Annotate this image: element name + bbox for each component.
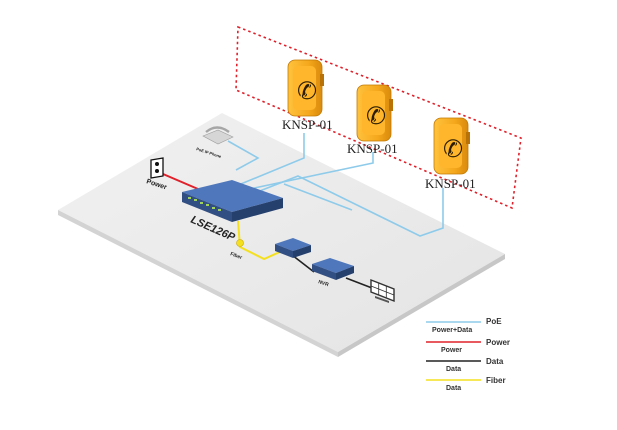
legend-item-data: Data Data: [426, 357, 504, 373]
phone-3-panel: [439, 124, 462, 168]
ip-phone-handset-icon: [205, 126, 230, 133]
media-converter: [275, 238, 311, 258]
switch-port: [218, 209, 221, 211]
media-converter-top: [275, 238, 311, 251]
phone-3-label: KNSP-01: [425, 176, 476, 191]
floor-platform-edge-right: [338, 254, 505, 357]
power-cable: [162, 173, 199, 190]
legend: PoE Power+Data Power Power Data Data Fib…: [426, 317, 510, 392]
outdoor-zone: [235, 25, 522, 210]
monitor: [370, 278, 395, 303]
nvr-front: [312, 264, 336, 280]
poe-cable-ip-phone: [227, 140, 260, 171]
legend-sublabel-power: Power: [441, 347, 462, 354]
poe-cable-aux: [283, 183, 353, 211]
phone-2-handset-icon: ✆: [366, 103, 386, 130]
switch-port: [194, 199, 197, 201]
switch-top: [182, 180, 283, 212]
phone-3-handset-icon: ✆: [443, 136, 463, 163]
phone-1-handset-icon: ✆: [297, 78, 317, 105]
legend-item-poe: PoE Power+Data: [426, 317, 502, 334]
legend-item-power: Power Power: [426, 338, 510, 354]
phone-1-label: KNSP-01: [282, 117, 333, 132]
phone-2-hinge: [389, 99, 393, 111]
floor-platform-edge: [58, 210, 338, 357]
switch-ports: [188, 197, 221, 211]
phone-2-label: KNSP-01: [347, 141, 398, 156]
ip-phone-base: [202, 129, 234, 145]
poe-cable-phone-3: [251, 175, 444, 237]
switch-port: [206, 204, 209, 206]
poe-cable-phone-2: [244, 152, 374, 191]
legend-sublabel-data: Data: [446, 366, 461, 373]
fiber-cable: [237, 220, 283, 261]
phone-1-panel: [293, 66, 316, 110]
legend-item-fiber: Fiber Data: [426, 376, 506, 392]
legend-sublabel-fiber: Data: [446, 385, 461, 392]
legend-label-poe: PoE: [486, 317, 502, 326]
knsp-phone-3: ✆ KNSP-01: [425, 117, 476, 191]
power-outlet-hole-bottom: [155, 169, 159, 173]
monitor-grid-line: [370, 285, 395, 296]
switch-side: [232, 198, 283, 222]
data-cable-nvr-monitor: [345, 277, 373, 289]
monitor-stand: [375, 296, 389, 303]
switch-port: [212, 207, 215, 209]
nvr: NVR: [312, 258, 354, 288]
media-converter-side: [293, 245, 311, 258]
phone-3-hinge: [466, 132, 470, 144]
nvr-top: [312, 258, 354, 273]
switch-port: [188, 197, 191, 199]
fiber-connector-icon: [236, 239, 244, 247]
nvr-label: NVR: [317, 279, 329, 288]
legend-label-power: Power: [486, 338, 510, 347]
poe-cables: [227, 133, 444, 237]
poe-cable-phone-1: [235, 133, 305, 187]
power-outlet-box: [150, 157, 164, 179]
legend-sublabel-poe: Power+Data: [432, 327, 472, 334]
fiber-label: Fiber: [229, 251, 243, 261]
phone-1-hinge: [320, 74, 324, 86]
legend-label-data: Data: [486, 357, 504, 366]
legend-label-fiber: Fiber: [486, 376, 506, 385]
phone-2-panel: [362, 91, 385, 135]
nvr-side: [336, 266, 354, 280]
switch-port: [200, 202, 203, 204]
media-converter-front: [275, 244, 293, 258]
knsp-phone-1: ✆ KNSP-01: [282, 59, 333, 132]
knsp-phone-2: ✆ KNSP-01: [347, 84, 398, 156]
power-outlet-hole-top: [155, 162, 159, 166]
data-cable-converter-nvr: [291, 254, 315, 273]
